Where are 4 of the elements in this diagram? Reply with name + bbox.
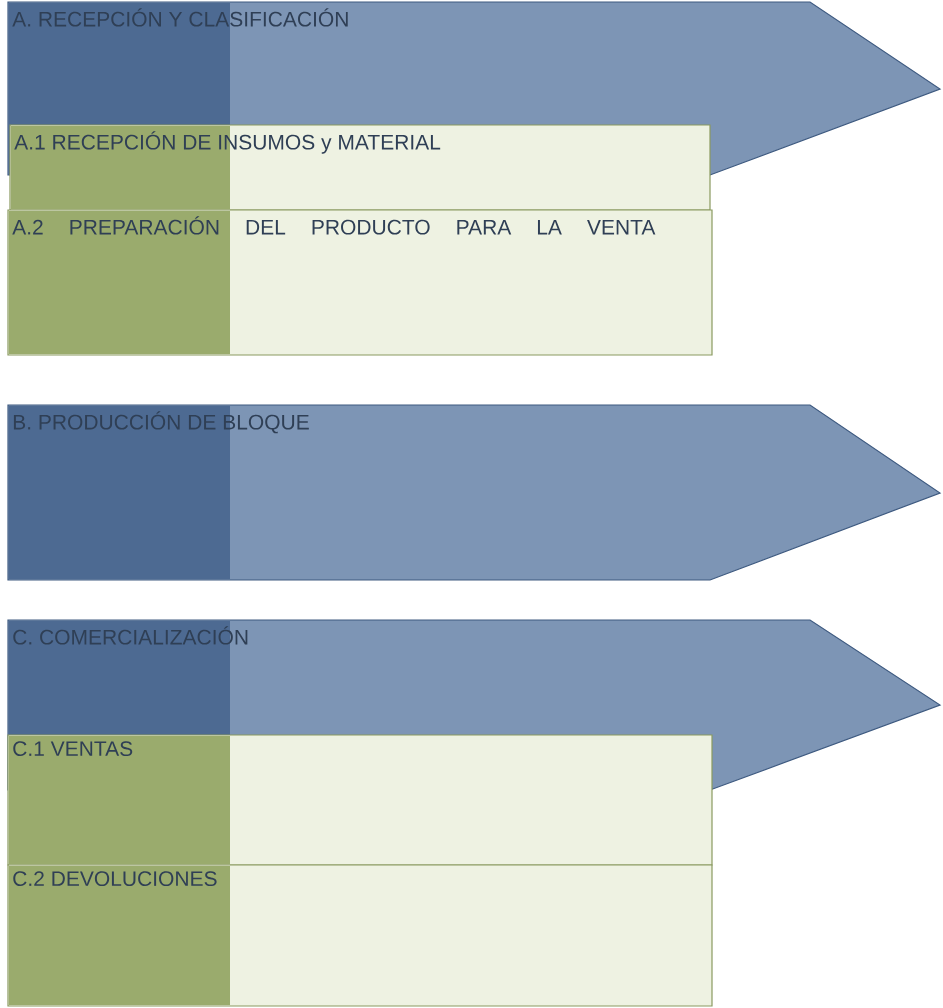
process-box: C.1 VENTAS [7, 734, 713, 866]
heading-banner: B. PRODUCCIÓN DE BLOQUE [7, 404, 942, 581]
process-box: C.2 DEVOLUCIONES [7, 864, 713, 1007]
process-box: A.2 PREPARACIÓN DEL PRODUCTO PARA LA VENTA [7, 209, 713, 356]
